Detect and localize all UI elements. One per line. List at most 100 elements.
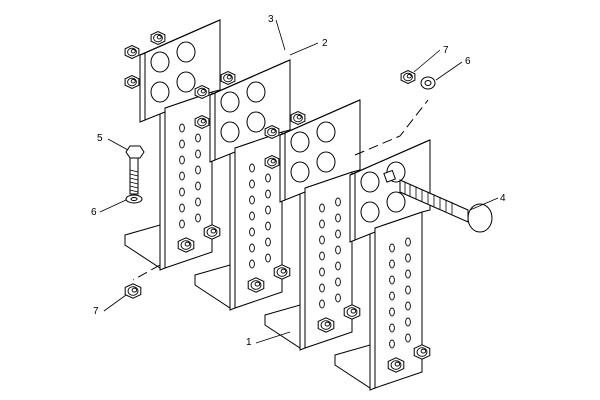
lower-nut (343, 304, 361, 320)
hex-head-bolt-thread (129, 181, 139, 185)
tab-nut-stud (296, 114, 302, 120)
bus-bar-slot (389, 307, 395, 317)
callout-3: 3 (268, 14, 274, 25)
bus-bar-slot (195, 197, 201, 207)
bus-bar-slot (405, 301, 411, 311)
tab-nut-stud (200, 118, 206, 124)
leader-3 (275, 19, 286, 51)
bus-bar-hole-large (220, 121, 240, 143)
tab-nut (150, 31, 166, 45)
square-hole (383, 169, 397, 183)
washer-right-hole (424, 80, 432, 86)
bus-bar-strap-side (229, 147, 236, 311)
leader-7-left (103, 294, 127, 312)
bus-bar-slot (389, 259, 395, 269)
bus-bar-slot (195, 165, 201, 175)
tab-nut (194, 115, 210, 129)
lower-nut-stud (184, 241, 191, 247)
bus-bar-slot (249, 163, 255, 173)
leader-4 (469, 197, 499, 211)
bus-bar-slot (319, 251, 325, 261)
tab-nut (194, 85, 210, 99)
hex-nut-right (400, 70, 416, 84)
bus-bar-slot (335, 213, 341, 223)
carriage-bolt (399, 179, 493, 233)
tab-nut-stud (130, 48, 136, 54)
carriage-bolt-head (467, 203, 493, 233)
bus-bar-slot (335, 197, 341, 207)
bus-bar-hole-large (220, 91, 240, 113)
leader-5 (107, 138, 129, 151)
bus-bar-slot (335, 229, 341, 239)
lower-nut-stud (394, 361, 401, 367)
callout-7-left: 7 (93, 306, 99, 317)
bus-bar-4 (334, 139, 431, 391)
tab-nut (220, 71, 236, 85)
bus-bar-slot (249, 179, 255, 189)
leader-1 (255, 331, 291, 344)
bus-bar-slot (179, 187, 185, 197)
bus-bar-strap-side (369, 227, 376, 391)
tab-nut-stud (270, 158, 276, 164)
bus-bar-hole-large (360, 201, 380, 223)
alignment-line-right (354, 99, 429, 156)
hex-head-bolt-thread (129, 169, 139, 173)
leader-6-left (99, 199, 127, 213)
alignment-line-left (132, 205, 161, 281)
bus-bar-hole-large (176, 71, 196, 93)
callout-6-right: 6 (465, 56, 471, 67)
hex-head-bolt (125, 145, 145, 195)
hex-nut-left-stud (131, 287, 138, 293)
bus-bar-strap-side (159, 107, 166, 271)
bus-bar-slot (179, 171, 185, 181)
bus-bar-hole-large (316, 151, 336, 173)
lower-nut-stud (324, 321, 331, 327)
bus-bar-slot (335, 293, 341, 303)
callout-labels: 1 2 3 4 5 6 6 7 7 (91, 14, 506, 348)
bus-bar-slot (265, 253, 271, 263)
tab-nut-stud (200, 88, 206, 94)
bus-bar-strap-side (299, 187, 306, 351)
tab-nut (124, 45, 140, 59)
bus-bar-hole-large (246, 81, 266, 103)
tab-nut-stud (270, 128, 276, 134)
hex-head-bolt-head (125, 145, 145, 159)
bus-bar-slot (389, 243, 395, 253)
bus-bar-slot (249, 195, 255, 205)
lower-nut-stud (254, 281, 261, 287)
leader-6-right (435, 61, 463, 81)
callout-4: 4 (500, 193, 506, 204)
bus-bar-slot (179, 203, 185, 213)
hex-head-bolt-thread (129, 185, 139, 189)
bus-bar-hole-large (386, 191, 406, 213)
bus-bar-slot (249, 227, 255, 237)
leader-2 (289, 42, 319, 56)
bus-bar-hole-large (176, 41, 196, 63)
hex-nut-right-stud (406, 73, 412, 79)
callout-1: 1 (246, 337, 252, 348)
bus-bar-slot (319, 299, 325, 309)
bus-bar-tab-side (209, 92, 216, 163)
bus-bar-tab-side (349, 172, 356, 243)
hex-head-bolt-thread (129, 173, 139, 177)
bus-bar-slot (405, 333, 411, 343)
bus-bar-slot (389, 291, 395, 301)
bus-bar-hole-large (150, 51, 170, 73)
bus-bar-slot (319, 283, 325, 293)
bus-bar-slot (265, 189, 271, 199)
bus-bar-slot (179, 155, 185, 165)
lower-nut-stud (420, 348, 427, 354)
bus-bar-slot (389, 323, 395, 333)
callout-5: 5 (97, 133, 103, 144)
tab-nut (290, 111, 306, 125)
lower-nut (273, 264, 291, 280)
bus-bar-hole-large (316, 121, 336, 143)
hardware-group (124, 70, 493, 299)
bus-bar-hole-large (360, 171, 380, 193)
bus-bar-slot (265, 237, 271, 247)
bus-bar-tab-side (279, 132, 286, 203)
bus-bar-slot (405, 269, 411, 279)
bus-bar-slot (265, 205, 271, 215)
bus-bar-slot (319, 219, 325, 229)
bus-bar-slot (265, 221, 271, 231)
